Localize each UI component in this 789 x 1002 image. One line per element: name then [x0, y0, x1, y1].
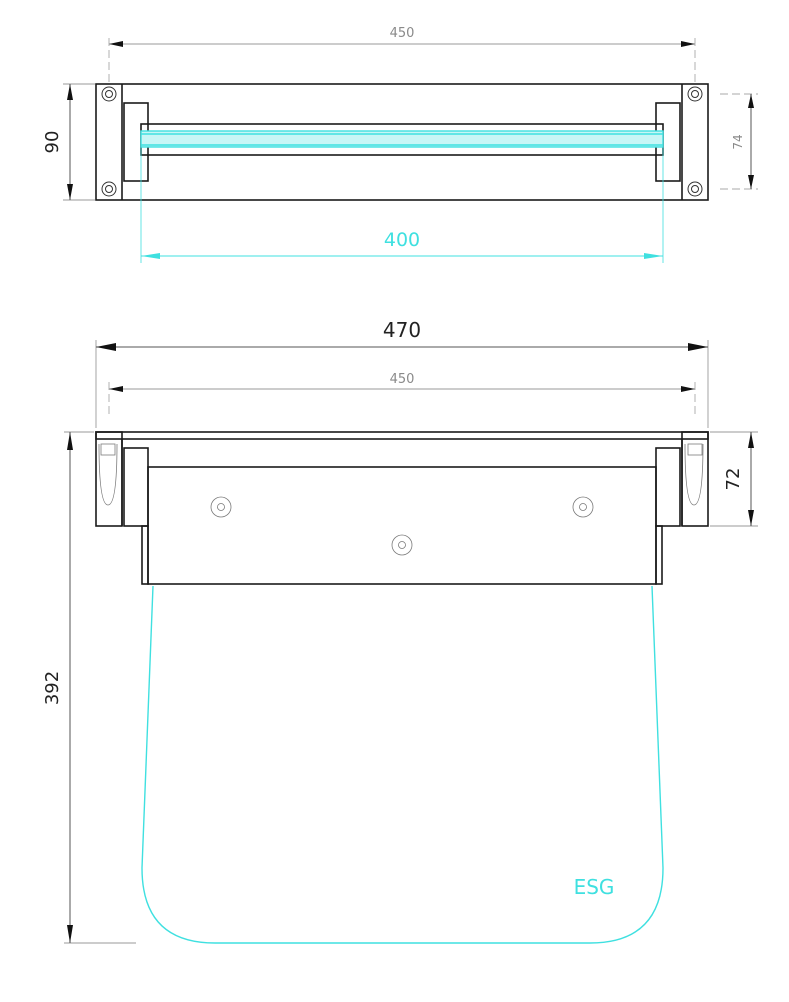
- dim-450-top: 450: [108, 26, 696, 84]
- dim-470: 470: [95, 318, 709, 428]
- dim-392: 392: [42, 431, 136, 944]
- rail-housing: [147, 466, 657, 585]
- top-body-outline: [95, 83, 709, 201]
- dim-label-470: 470: [383, 318, 421, 342]
- dim-label-90: 90: [42, 131, 63, 154]
- front-view: 470 450 72 392: [42, 318, 758, 944]
- dim-label-450-front: 450: [390, 372, 415, 387]
- clamp-left-front: [123, 447, 149, 527]
- dim-label-392: 392: [42, 671, 63, 705]
- screw-icon: [101, 86, 703, 197]
- dim-90: 90: [42, 83, 95, 201]
- end-cap-right: [681, 431, 709, 527]
- end-cap-left: [95, 431, 123, 527]
- dim-label-450-top: 450: [390, 26, 415, 41]
- front-top-bar: [95, 431, 709, 440]
- dim-label-400: 400: [384, 229, 420, 251]
- dim-label-74: 74: [731, 134, 745, 149]
- dim-74: 74: [720, 93, 758, 190]
- screw-icon: [210, 496, 594, 556]
- clamp-right-front: [655, 447, 681, 527]
- glass-edge: [140, 130, 664, 148]
- dim-label-72: 72: [723, 468, 744, 491]
- glass-label-esg: ESG: [574, 875, 615, 899]
- glass-pane: [141, 585, 664, 944]
- dim-72: 72: [710, 431, 758, 527]
- top-view: 450 90 74: [42, 26, 758, 263]
- dim-450-front: 450: [108, 372, 696, 418]
- dim-400: 400: [140, 147, 664, 263]
